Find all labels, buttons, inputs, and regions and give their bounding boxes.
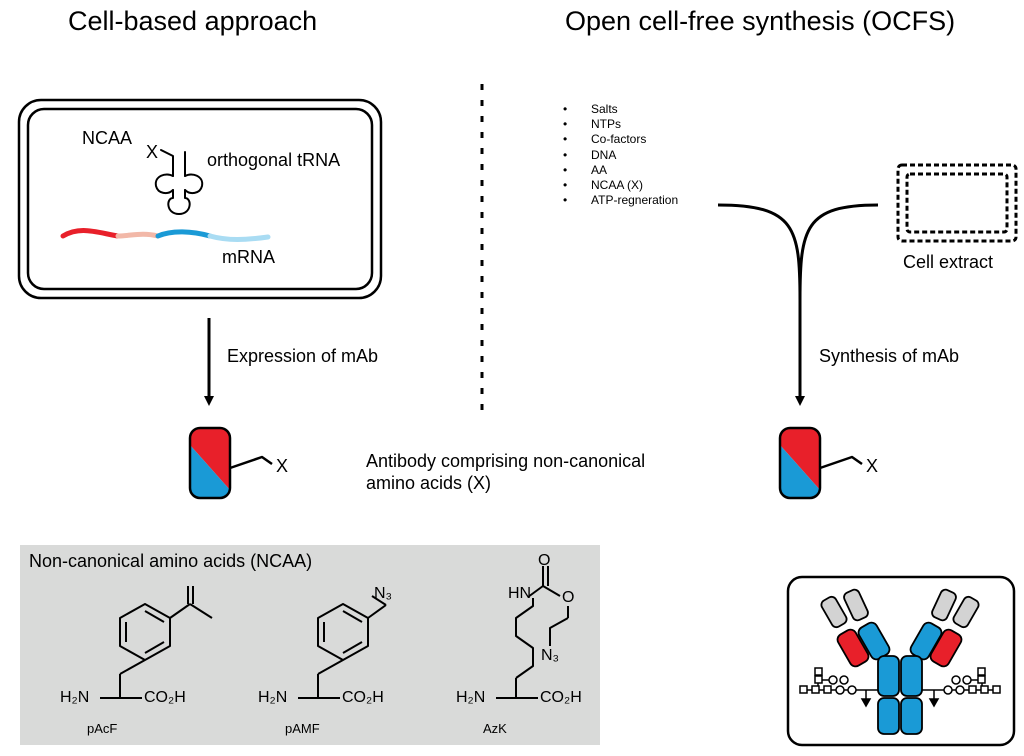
antibody-red-half [190, 428, 230, 490]
ncaa-panel [20, 545, 600, 745]
cell-extract-icon [896, 163, 1018, 243]
components-list: Salts NTPs Co-factors DNA AA NCAA (X) AT… [560, 102, 678, 209]
azk-nh: HN [508, 585, 532, 602]
antibody-pill-right [778, 426, 863, 500]
azk-carbonyl-o: O [538, 552, 551, 569]
pamf-amine: H₂N [258, 689, 288, 706]
mrna-strand [60, 228, 271, 242]
pacf-name: pAcF [87, 721, 118, 736]
component-item: Salts [560, 102, 678, 117]
mrna-label: mRNA [222, 247, 275, 267]
antibody-blue-half [190, 445, 230, 498]
pamf-acid: CO₂H [342, 689, 384, 706]
cell-extract-label: Cell extract [903, 252, 994, 272]
azk-amine: H₂N [456, 689, 486, 706]
mrna-segment-light-blue [207, 233, 271, 242]
component-item: Co-factors [560, 132, 678, 147]
ncaa-label: NCAA [82, 128, 133, 148]
azk-ester-o: O [562, 589, 575, 606]
expression-label: Expression of mAb [227, 346, 379, 366]
synthesis-label: Synthesis of mAb [819, 346, 960, 366]
ncaa-panel-title: Non-canonical amino acids (NCAA) [29, 551, 313, 571]
mrna-segment-red [60, 228, 121, 239]
mrna-segment-blue [155, 229, 213, 239]
antibody-x-right: X [866, 456, 879, 476]
pamf-azide: N₃ [374, 585, 393, 602]
cell-outline [17, 98, 383, 300]
glycan-chains [799, 667, 1001, 708]
component-item: DNA [560, 148, 678, 163]
component-item: NCAA (X) [560, 178, 678, 193]
antibody-x-left: X [276, 456, 289, 476]
antibody-caption-line1: Antibody comprising non-canonical [366, 451, 646, 471]
azk-structure [496, 566, 569, 699]
component-item: ATP-regneration [560, 193, 678, 208]
antibody-structure-icon [820, 588, 980, 735]
trna-icon [154, 149, 204, 215]
azk-acid: CO₂H [540, 689, 582, 706]
antibody-pill-left [188, 426, 273, 500]
pacf-acid: CO₂H [144, 689, 186, 706]
right-title: Open cell-free synthesis (OCFS) [565, 6, 956, 36]
azk-azide: N₃ [541, 647, 560, 664]
antibody-caption-line2: amino acids (X) [366, 473, 492, 493]
component-item: AA [560, 163, 678, 178]
trna-label: orthogonal tRNA [207, 150, 341, 170]
component-item: NTPs [560, 117, 678, 132]
mrna-segment-light-red [115, 231, 161, 239]
left-title: Cell-based approach [68, 6, 318, 36]
pamf-structure [298, 595, 387, 699]
ncaa-x-label: X [146, 142, 159, 162]
azk-name: AzK [483, 721, 507, 736]
pamf-name: pAMF [285, 721, 320, 736]
pacf-amine: H₂N [60, 689, 90, 706]
merge-arrow [717, 203, 879, 406]
pacf-structure [100, 586, 213, 699]
